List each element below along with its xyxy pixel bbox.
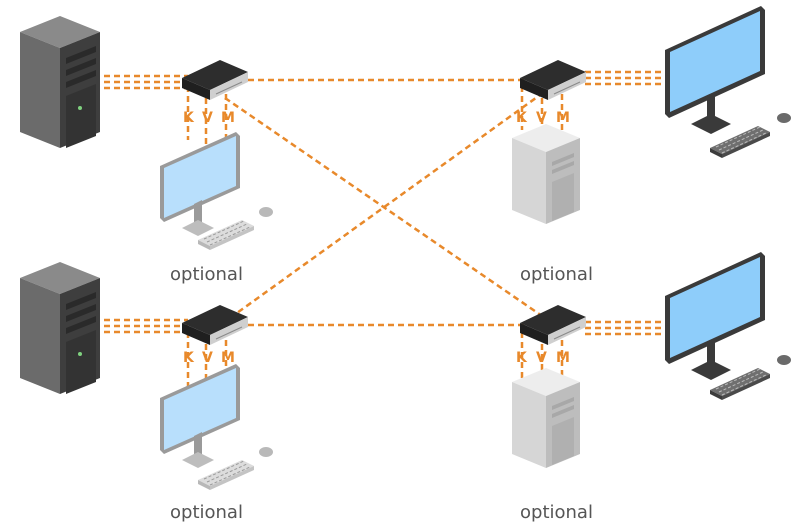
port-label-k: K bbox=[183, 110, 195, 126]
monitor-icon bbox=[665, 252, 765, 380]
port-label-v: V bbox=[202, 350, 213, 366]
optional-computer-tower-icon bbox=[512, 124, 580, 224]
kvm-transmitter-icon bbox=[181, 59, 249, 101]
port-label-v: V bbox=[536, 350, 547, 366]
port-label-k: K bbox=[516, 110, 528, 126]
group-top-right: K V M optional bbox=[512, 6, 792, 285]
port-label-k: K bbox=[183, 350, 195, 366]
optional-label: optional bbox=[170, 502, 243, 523]
port-label-m: M bbox=[556, 350, 570, 366]
port-label-m: M bbox=[556, 110, 570, 126]
port-label-m: M bbox=[221, 110, 235, 126]
link-lines bbox=[104, 70, 666, 390]
keyboard-mouse-icon bbox=[709, 354, 792, 401]
kvm-receiver-icon bbox=[519, 304, 587, 346]
group-top-left: K V M optional bbox=[20, 16, 274, 285]
computer-tower-icon bbox=[20, 16, 100, 148]
kvm-receiver-icon bbox=[519, 59, 587, 101]
computer-tower-icon bbox=[20, 262, 100, 394]
optional-label: optional bbox=[170, 264, 243, 285]
port-label-k: K bbox=[516, 350, 528, 366]
optional-monitor-icon bbox=[160, 364, 240, 468]
optional-monitor-icon bbox=[160, 132, 240, 236]
port-label-v: V bbox=[536, 110, 547, 126]
optional-computer-tower-icon bbox=[512, 368, 580, 468]
optional-label: optional bbox=[520, 264, 593, 285]
optional-keyboard-mouse-icon bbox=[197, 446, 274, 491]
group-bottom-right: K V M optional bbox=[512, 252, 792, 523]
optional-label: optional bbox=[520, 502, 593, 523]
port-label-v: V bbox=[202, 110, 213, 126]
port-label-m: M bbox=[221, 350, 235, 366]
monitor-icon bbox=[665, 6, 765, 134]
group-bottom-left: K V M optional bbox=[20, 262, 274, 523]
